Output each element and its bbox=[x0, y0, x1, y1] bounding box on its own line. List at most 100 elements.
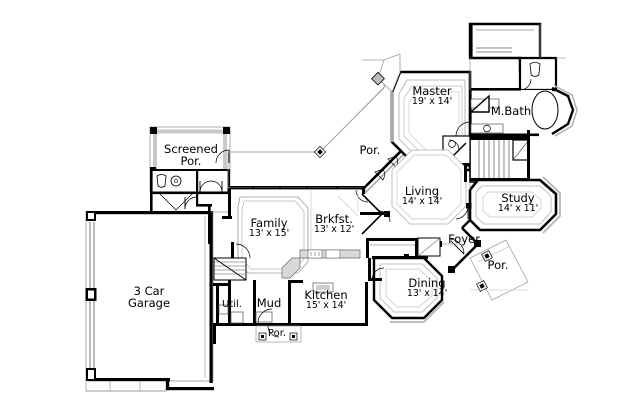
garage-post-top-core bbox=[88, 213, 94, 219]
mbath-sink-bottom-icon bbox=[483, 124, 491, 133]
stair-header bbox=[470, 136, 528, 140]
passage-wall-right bbox=[208, 204, 211, 218]
study-ceiling-outline bbox=[475, 185, 552, 225]
entry-porch-slab bbox=[469, 239, 529, 301]
stair-wall-right bbox=[527, 130, 530, 182]
mbath-wall-bottom bbox=[469, 133, 539, 137]
util-wall-left bbox=[228, 280, 231, 326]
family-wall-left-upper bbox=[208, 216, 211, 244]
kitchen-counter-angled bbox=[281, 257, 301, 279]
wall-garage-connector bbox=[213, 326, 216, 344]
garage-wall-jog bbox=[166, 378, 170, 390]
garage-post-bottom-core bbox=[88, 370, 94, 379]
family-wall-nub bbox=[222, 216, 232, 219]
garage-wall-bottom-right bbox=[166, 387, 214, 391]
dining-bay-shade bbox=[390, 301, 445, 323]
half-bath-floor bbox=[150, 171, 230, 194]
pantry-wall bbox=[231, 242, 234, 258]
porch-column-right-core bbox=[292, 335, 295, 338]
util-wall-outer bbox=[216, 283, 219, 326]
sink-icon bbox=[170, 175, 182, 187]
porch-wall-bottom bbox=[150, 169, 230, 172]
study-bay-shade bbox=[542, 176, 561, 234]
sink-kitchen-icon bbox=[325, 249, 341, 259]
mbath-bay-walls bbox=[551, 86, 575, 136]
toilet-icon bbox=[156, 174, 167, 188]
living-octagon-outer bbox=[391, 149, 467, 225]
living-octagon-inner bbox=[396, 154, 462, 220]
dining-wall-west bbox=[368, 258, 371, 278]
porch-post-nw bbox=[150, 127, 157, 134]
rear-window-tick-3 bbox=[306, 186, 308, 190]
mbath-wall-top-left bbox=[469, 88, 521, 91]
kitchen-wall-top-nub bbox=[289, 280, 303, 283]
dining-ceiling-outer bbox=[379, 263, 438, 313]
rear-window-tick-1 bbox=[252, 186, 254, 190]
family-tray-outer bbox=[237, 196, 309, 274]
family-wall-inner bbox=[228, 189, 231, 219]
hall-wall-west bbox=[366, 238, 369, 258]
door-swing-mbath bbox=[455, 121, 471, 137]
main-house-structure bbox=[208, 186, 368, 344]
foyer-structure bbox=[436, 227, 529, 301]
garage-post-mid-core bbox=[88, 290, 94, 299]
living-post bbox=[384, 211, 390, 217]
half-bath-partition bbox=[196, 171, 199, 192]
passage-wall-bottom bbox=[196, 204, 212, 207]
hall-wall-north bbox=[366, 238, 418, 241]
dining-post bbox=[404, 254, 409, 259]
garage-wall-right bbox=[209, 211, 213, 383]
study-door-wall bbox=[461, 219, 471, 229]
study-door-post bbox=[466, 203, 472, 209]
study-structure bbox=[455, 176, 561, 234]
dining-wall-top bbox=[372, 256, 428, 259]
stair-landing-diagonal bbox=[512, 139, 530, 161]
dining-structure bbox=[368, 254, 445, 323]
rear-porch-column-core bbox=[317, 149, 323, 155]
rear-wall-line-2 bbox=[228, 188, 362, 190]
passage-wall-left bbox=[150, 194, 153, 212]
rear-wall-band bbox=[228, 186, 362, 190]
rear-wall-line bbox=[228, 186, 362, 188]
master-bay-post bbox=[371, 71, 385, 86]
util-wall-top bbox=[213, 283, 229, 286]
passage-swing-left bbox=[159, 193, 193, 211]
washer-icon bbox=[218, 304, 229, 315]
door-swing-mud bbox=[257, 308, 273, 324]
mbath-tub-icon bbox=[531, 90, 559, 130]
garage-outline bbox=[85, 211, 214, 392]
study-ceiling-inner bbox=[482, 191, 542, 218]
door-leaf-front bbox=[450, 240, 465, 255]
dining-ceiling-inner bbox=[385, 268, 433, 308]
screen-panel-right bbox=[223, 129, 227, 185]
foyer-post-s bbox=[448, 266, 455, 273]
screened-porch-structure bbox=[149, 126, 231, 218]
half-bath-wall-bottom bbox=[150, 191, 230, 195]
entry-porch-edge-a bbox=[477, 245, 511, 263]
living-room-structure bbox=[360, 149, 467, 235]
mud-wall-right bbox=[253, 280, 256, 325]
brkfst-details bbox=[310, 190, 359, 250]
porch-column-left-core bbox=[261, 335, 264, 338]
entry-porch-column-b-core bbox=[479, 283, 485, 289]
stair-diagonal bbox=[213, 257, 247, 281]
kitchen-wall-left bbox=[288, 280, 291, 325]
half-bath-wall-right bbox=[227, 171, 230, 194]
garage-wall-bottom-left bbox=[88, 378, 170, 382]
kitchen-wall-right bbox=[365, 282, 368, 326]
living-wall-segment bbox=[360, 212, 388, 215]
door-swing-wc bbox=[519, 78, 532, 91]
door-swing-porch bbox=[215, 149, 230, 164]
screen-panel-left bbox=[153, 129, 157, 185]
rear-porch-edge bbox=[228, 59, 385, 153]
passage-partition bbox=[196, 194, 199, 206]
rear-window-tick-4 bbox=[336, 186, 338, 190]
central-hall-structure bbox=[366, 237, 441, 258]
foyer-post-n bbox=[474, 240, 481, 247]
brkfst-guide-3 bbox=[337, 195, 359, 217]
kitchen-island-top bbox=[316, 285, 330, 290]
construction-lines bbox=[211, 24, 566, 213]
garage-stairs bbox=[213, 257, 247, 281]
kitchen-wall-bottom bbox=[288, 323, 368, 326]
